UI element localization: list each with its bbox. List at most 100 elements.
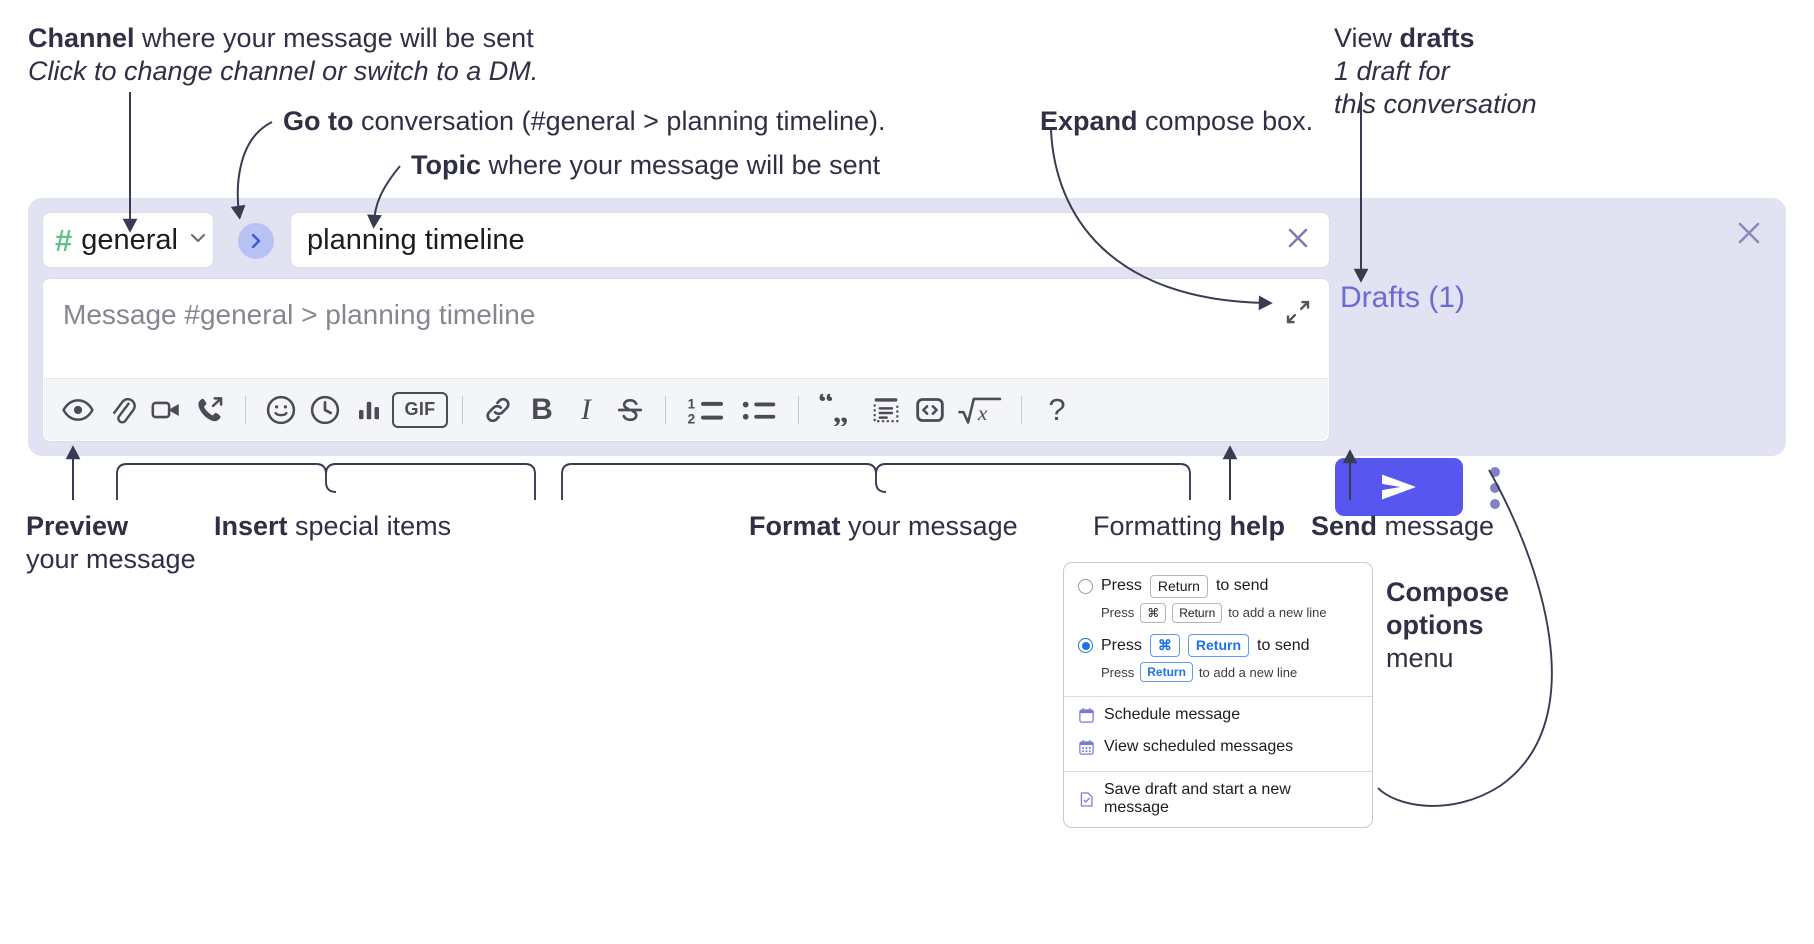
menu-divider-1 (1064, 696, 1372, 698)
bar-chart-icon (359, 401, 379, 419)
panel-close-button[interactable] (1734, 218, 1764, 248)
annotation-expand: Expand compose box. (1040, 105, 1313, 138)
send-button[interactable] (1335, 458, 1463, 516)
square-root-icon: x (958, 397, 1002, 424)
bold-button[interactable]: B (520, 388, 564, 432)
eye-icon (62, 398, 94, 421)
calendar-grid-icon (1079, 739, 1094, 755)
annotation-channel: Channel where your message will be sent … (28, 22, 538, 88)
kebab-menu-icon-dot-1 (1490, 467, 1500, 477)
document-check-icon (1080, 792, 1093, 807)
key-return-sub-2: Return (1140, 661, 1193, 683)
annotation-send: Send message (1311, 510, 1494, 543)
annotation-formatting-help: Formatting help (1093, 510, 1285, 543)
code-block-button[interactable] (864, 388, 908, 432)
poll-button[interactable] (347, 388, 391, 432)
menu-item-view-scheduled[interactable]: View scheduled messages (1064, 731, 1372, 763)
audio-button[interactable] (188, 388, 232, 432)
kebab-menu-icon-dot-2 (1490, 483, 1500, 493)
question-mark-icon: ? (1048, 392, 1066, 427)
radio-cmd-press: Press (1101, 636, 1142, 654)
smiley-icon (266, 395, 296, 424)
reminder-button[interactable] (303, 388, 347, 432)
bulleted-list-button[interactable] (733, 388, 785, 432)
link-button[interactable] (476, 388, 520, 432)
annotation-insert: Insert special items (214, 510, 451, 543)
radio-option-return[interactable]: Press Return to send (1064, 573, 1372, 600)
channel-selector[interactable]: # general (42, 212, 214, 268)
annotation-topic: Topic where your message will be sent (411, 149, 880, 182)
strikethrough-button[interactable] (608, 388, 652, 432)
drafts-link[interactable]: Drafts (1) (1340, 281, 1466, 314)
divider-5 (1021, 395, 1022, 424)
link-icon (486, 397, 510, 422)
bold-icon: B (531, 392, 553, 426)
video-button[interactable] (144, 388, 188, 432)
menu-item-save-draft-label: Save draft and start a new message (1104, 781, 1291, 817)
code-icon (916, 397, 944, 422)
radio-button-return[interactable] (1078, 578, 1093, 594)
divider-3 (665, 395, 666, 424)
menu-item-view-scheduled-label: View scheduled messages (1104, 738, 1294, 756)
annotation-channel-bold: Channel (28, 23, 135, 53)
chevron-right-icon (251, 233, 261, 249)
compose-header-row: # general planning timeline (42, 212, 1330, 270)
topic-value: planning timeline (307, 223, 525, 256)
goto-conversation-button[interactable] (238, 223, 274, 259)
ordered-num-2: 2 (688, 411, 695, 426)
compose-options-button[interactable] (1480, 466, 1510, 510)
annotation-formatting-help-bold: help (1229, 511, 1286, 541)
brace-format (561, 463, 1191, 500)
kebab-menu-icon-dot-3 (1490, 499, 1500, 509)
topic-clear-button[interactable] (1283, 223, 1313, 258)
sub-press-1: Press (1101, 605, 1135, 621)
annotation-channel-italic: Click to change channel or switch to a D… (28, 55, 539, 86)
formatting-help-button[interactable]: ? (1035, 388, 1079, 432)
annotation-compose-options-line3: menu (1386, 642, 1454, 673)
annotation-drafts-line2: 1 draft for (1334, 55, 1450, 86)
annotation-preview-bold: Preview (26, 511, 129, 541)
ordered-list-icon: 1 2 (688, 396, 723, 426)
preview-button[interactable] (56, 388, 100, 432)
message-input-area[interactable]: Message #general > planning timeline (42, 278, 1330, 442)
annotation-format: Format your message (749, 510, 1018, 543)
emoji-button[interactable] (259, 388, 303, 432)
key-cmd-2: ⌘ (1149, 634, 1180, 657)
menu-item-save-draft[interactable]: Save draft and start a new message (1064, 772, 1372, 827)
code-button[interactable] (908, 388, 952, 432)
blockquote-button[interactable]: “ „ (812, 388, 864, 432)
radio-return-press: Press (1101, 577, 1142, 595)
italic-button[interactable]: I (564, 388, 608, 432)
math-button[interactable]: x (952, 388, 1008, 432)
annotation-preview: Preview your message (26, 510, 196, 576)
channel-name: general (81, 223, 178, 256)
key-return: Return (1149, 575, 1208, 598)
annotation-drafts-line3: this conversation (1334, 88, 1537, 119)
radio-option-return-sub: Press ⌘ Return to add a new line (1064, 600, 1372, 629)
paperclip-icon (112, 397, 136, 423)
radio-button-cmd-return[interactable] (1078, 638, 1093, 654)
ordered-list-button[interactable]: 1 2 (679, 388, 733, 432)
annotation-preview-line2: your message (26, 543, 196, 574)
strikethrough-icon (617, 398, 643, 421)
divider-4 (798, 395, 799, 424)
attach-button[interactable] (100, 388, 144, 432)
radio-option-cmd-return[interactable]: Press ⌘ Return to send (1064, 632, 1372, 659)
svg-text:x: x (977, 400, 988, 424)
radio-cmd-tosend: to send (1257, 636, 1310, 654)
italic-icon: I (581, 392, 591, 426)
hash-icon: # (55, 222, 73, 258)
divider-2 (462, 395, 463, 424)
annotation-goto-rest: conversation (#general > planning timeli… (353, 106, 886, 136)
message-placeholder: Message #general > planning timeline (63, 299, 536, 330)
menu-item-schedule-message[interactable]: Schedule message (1064, 697, 1372, 731)
clock-icon (310, 395, 340, 424)
gif-button[interactable]: GIF (391, 388, 449, 432)
chevron-down-icon (187, 227, 209, 254)
topic-field[interactable]: planning timeline (290, 212, 1330, 268)
ordered-num-1: 1 (688, 396, 696, 411)
close-icon (1288, 228, 1308, 247)
expand-compose-button[interactable] (1283, 297, 1313, 327)
menu-divider-2 (1064, 771, 1372, 773)
